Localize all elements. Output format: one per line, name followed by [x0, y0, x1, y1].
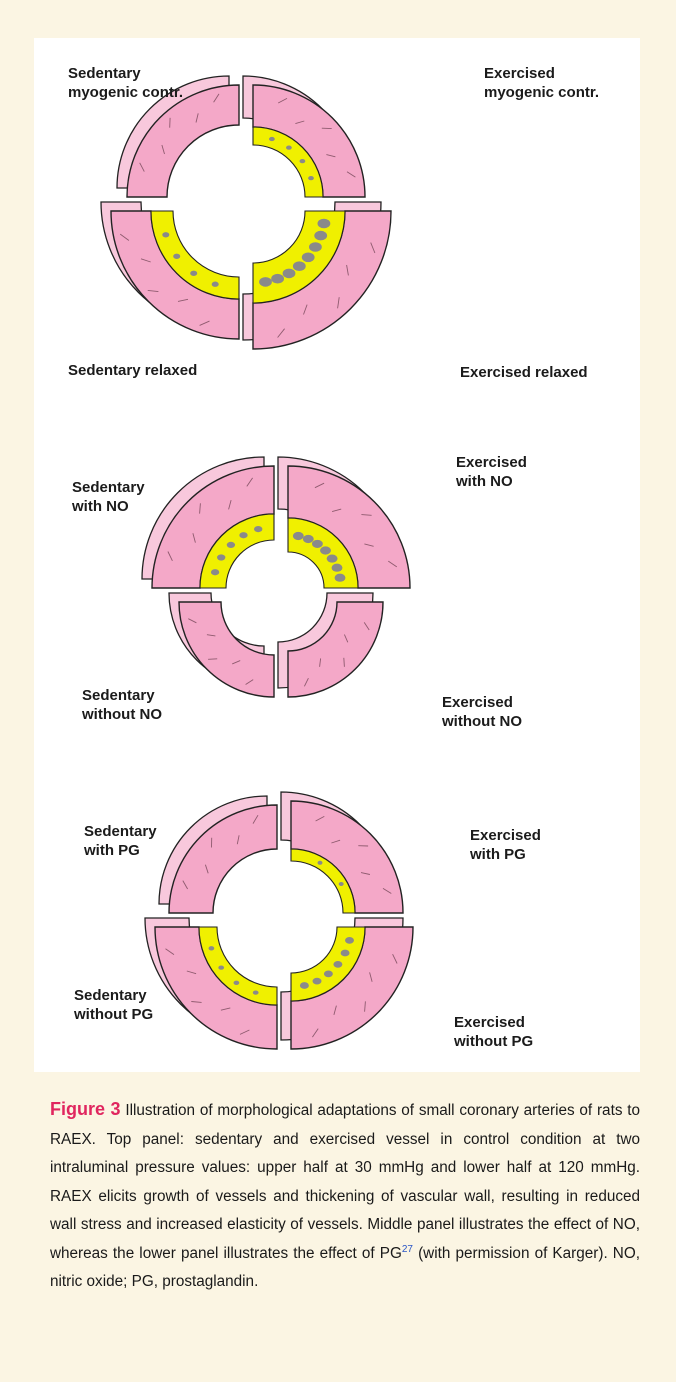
ex-with-pg-nucleus — [339, 882, 344, 886]
sed-with-no-nucleus — [217, 554, 225, 560]
label-exercised-relaxed: Exercised relaxed — [460, 363, 588, 382]
ex-myogenic-nucleus — [269, 137, 275, 141]
ex-myogenic-nucleus — [308, 176, 314, 180]
figure-number: Figure 3 — [50, 1099, 121, 1119]
sed-with-no-nucleus — [254, 526, 262, 532]
sed-without-pg-nucleus — [234, 981, 240, 985]
ex-without-pg-nucleus — [345, 937, 354, 944]
figure-caption: Figure 3 Illustration of morphological a… — [50, 1095, 640, 1297]
ex-with-no-nucleus — [335, 574, 346, 582]
ex-relaxed-nucleus — [293, 261, 306, 271]
ex-without-no-wall-fiber — [344, 658, 345, 667]
label-exercised-without-pg: Exercisedwithout PG — [454, 1013, 533, 1051]
reference-link[interactable]: 27 — [402, 1243, 413, 1254]
ex-myogenic-nucleus — [300, 159, 306, 163]
ex-with-no-nucleus — [320, 546, 331, 554]
ex-without-pg-nucleus — [341, 950, 350, 957]
ex-relaxed-nucleus — [318, 219, 331, 229]
sed-without-pg-nucleus — [253, 990, 259, 994]
sed-relaxed-nucleus — [162, 232, 169, 237]
sed-relaxed-nucleus — [190, 271, 197, 276]
sed-with-no-nucleus — [211, 569, 219, 575]
sed-without-no-wall-fiber — [208, 659, 217, 660]
sed-with-no-nucleus — [239, 532, 247, 538]
ex-without-no-vessel-wall — [288, 602, 383, 697]
sed-with-no-nucleus — [227, 542, 235, 548]
sed-without-pg-nucleus — [209, 946, 215, 950]
sed-with-pg-vessel-wall — [169, 805, 277, 913]
ex-with-no-nucleus — [303, 535, 314, 543]
sed-relaxed-nucleus — [212, 282, 219, 287]
vessel-diagram — [34, 38, 640, 1072]
ex-relaxed-nucleus — [314, 231, 327, 241]
ex-with-no-nucleus — [332, 564, 343, 572]
ex-without-pg-nucleus — [333, 961, 342, 968]
sed-without-pg-nucleus — [218, 965, 224, 969]
ex-with-no-nucleus — [293, 532, 304, 540]
ex-relaxed-nucleus — [259, 277, 272, 287]
ex-myogenic-nucleus — [286, 145, 292, 149]
ex-relaxed-nucleus — [302, 253, 315, 263]
ex-without-pg-nucleus — [313, 978, 322, 985]
ex-with-pg-nucleus — [318, 861, 323, 865]
ex-relaxed-nucleus — [271, 274, 284, 284]
label-sedentary-relaxed: Sedentary relaxed — [68, 361, 197, 380]
ex-relaxed-nucleus — [309, 242, 322, 252]
ex-with-no-nucleus — [327, 555, 338, 563]
sed-relaxed-nucleus — [173, 254, 180, 259]
caption-text: Illustration of morphological adaptation… — [50, 1102, 640, 1262]
ex-with-no-nucleus — [312, 540, 323, 548]
ex-without-pg-nucleus — [300, 982, 309, 989]
ex-relaxed-nucleus — [283, 269, 296, 279]
ex-without-pg-nucleus — [324, 971, 333, 978]
